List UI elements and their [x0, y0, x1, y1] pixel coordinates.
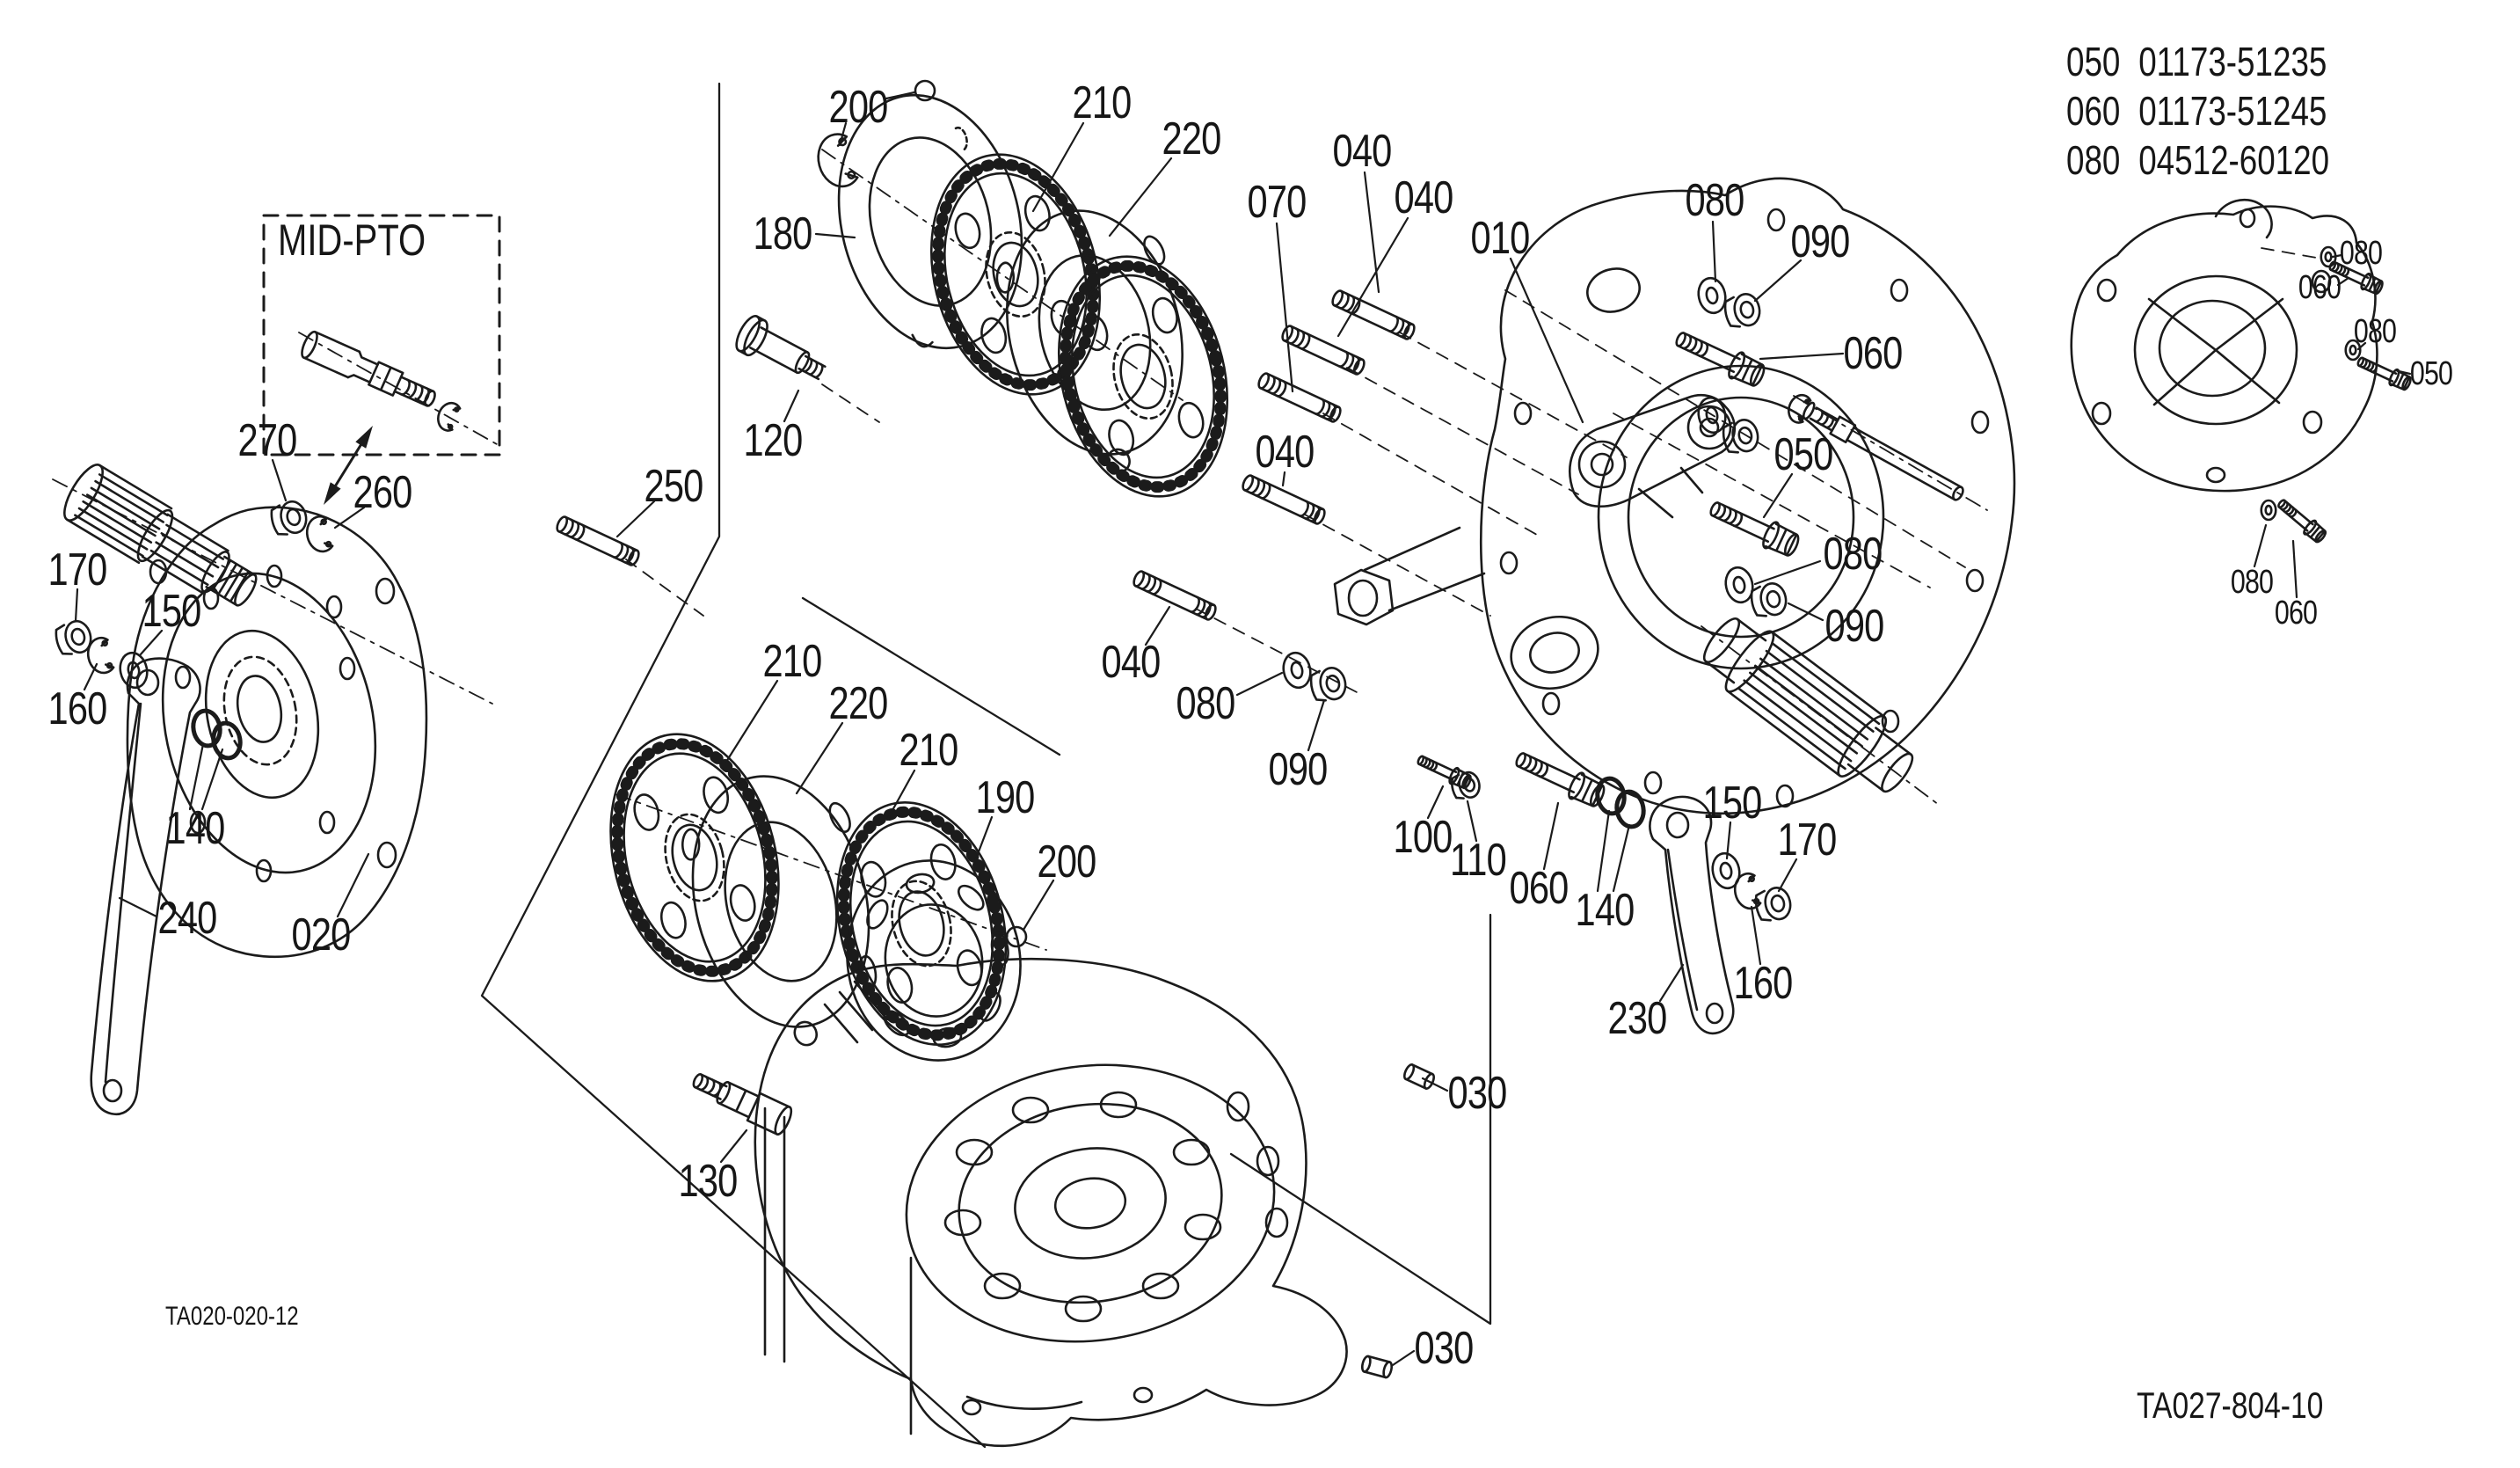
callout-150-left: 150 — [142, 586, 201, 637]
callout-090-right: 090 — [1824, 601, 1884, 652]
callout-180: 180 — [753, 208, 812, 259]
callout-230: 230 — [1607, 993, 1667, 1044]
part-ref: 050 — [2066, 39, 2121, 84]
callout-030-lower: 030 — [1414, 1323, 1474, 1374]
pto-cover-drawing — [127, 508, 426, 957]
part-reference-table: 050 01173-51235 060 01173-51245 080 0451… — [2066, 37, 2329, 185]
main-case-drawing — [1335, 179, 2014, 814]
callout-210-mid: 210 — [899, 725, 958, 776]
callout-inset-080-b: 080 — [2353, 313, 2397, 350]
callout-020: 020 — [291, 909, 351, 960]
callout-160-left: 160 — [47, 683, 107, 734]
callout-060-top: 060 — [1843, 328, 1903, 379]
callout-070: 070 — [1247, 177, 1307, 228]
figure-code-bottom-right: TA027-804-10 — [2137, 1384, 2324, 1426]
callout-170-left: 170 — [47, 544, 107, 595]
mid-pto-label: MID-PTO — [278, 215, 426, 265]
part-ref: 080 — [2066, 137, 2121, 184]
callout-040-b: 040 — [1394, 172, 1453, 223]
callout-210-top: 210 — [1072, 77, 1132, 128]
callout-040-a: 040 — [1332, 126, 1392, 177]
mid-pto-arrow — [324, 426, 373, 505]
bottom-case-drawing — [755, 959, 1347, 1446]
callout-080-top: 080 — [1685, 175, 1744, 226]
fasteners — [52, 79, 2414, 1380]
lever-230-drawing — [1650, 797, 1733, 1033]
callout-190: 190 — [975, 772, 1035, 823]
callout-090-mid: 090 — [1268, 744, 1328, 795]
callout-120: 120 — [743, 415, 803, 466]
callout-090-top: 090 — [1790, 216, 1850, 267]
figure-code-bottom-left: TA020-020-12 — [165, 1302, 299, 1331]
callout-150-right: 150 — [1702, 778, 1762, 829]
callout-040-c: 040 — [1255, 427, 1315, 478]
callout-inset-050: 050 — [2409, 355, 2453, 392]
callout-240: 240 — [157, 893, 217, 944]
callout-050-right: 050 — [1773, 429, 1833, 480]
callout-110: 110 — [1450, 835, 1507, 886]
callout-170-right: 170 — [1777, 814, 1837, 865]
callout-080-mid: 080 — [1176, 678, 1235, 729]
table-row: 080 04512-60120 — [2066, 135, 2329, 185]
callout-140-right: 140 — [1575, 885, 1635, 936]
callout-080-right: 080 — [1823, 529, 1883, 580]
part-ref: 060 — [2066, 88, 2121, 135]
section-boundary-lines — [482, 84, 1490, 1447]
adjuster-120-drawing — [732, 313, 830, 391]
part-number: 01173-51235 — [2138, 39, 2327, 84]
callout-inset-060-a: 060 — [2298, 269, 2342, 306]
callout-220-bottom: 220 — [828, 678, 888, 729]
callout-260: 260 — [353, 467, 412, 518]
callout-140-left: 140 — [165, 803, 225, 854]
callout-100: 100 — [1393, 812, 1453, 863]
table-row: 060 01173-51245 — [2066, 86, 2329, 135]
callout-inset-060-b: 060 — [2274, 595, 2318, 632]
part-number: 01173-51245 — [2138, 88, 2327, 135]
callout-200-top: 200 — [828, 82, 888, 133]
mid-pto-shaft-drawing — [299, 330, 440, 413]
callout-inset-080-a: 080 — [2339, 235, 2383, 272]
callout-220-top: 220 — [1162, 113, 1221, 164]
callout-270: 270 — [237, 415, 297, 466]
callout-250: 250 — [644, 461, 703, 512]
part-number: 04512-60120 — [2138, 137, 2330, 184]
clutch-rod-drawing — [1801, 400, 1966, 503]
callout-030-upper: 030 — [1447, 1068, 1507, 1119]
callout-inset-080-c: 080 — [2230, 564, 2274, 601]
callout-160-right: 160 — [1733, 958, 1793, 1009]
callout-010: 010 — [1470, 213, 1530, 264]
inset-housing-drawing — [2072, 200, 2378, 491]
callout-130: 130 — [678, 1156, 738, 1207]
callout-210-left: 210 — [762, 636, 822, 687]
callout-200-bottom: 200 — [1037, 836, 1096, 887]
pto-input-shaft-drawing — [57, 459, 267, 620]
bracket-010-drawing — [1570, 395, 1735, 517]
callout-040-d: 040 — [1101, 637, 1161, 688]
cam-bolt-130-drawing — [688, 1066, 794, 1136]
lever-240-drawing — [91, 659, 200, 1114]
callout-060-bottom: 060 — [1509, 863, 1569, 914]
leader-lines — [76, 92, 2410, 1365]
mid-pto-box — [264, 215, 499, 455]
table-row: 050 01173-51235 — [2066, 37, 2329, 86]
pto-output-shaft-drawing — [1693, 605, 1926, 807]
